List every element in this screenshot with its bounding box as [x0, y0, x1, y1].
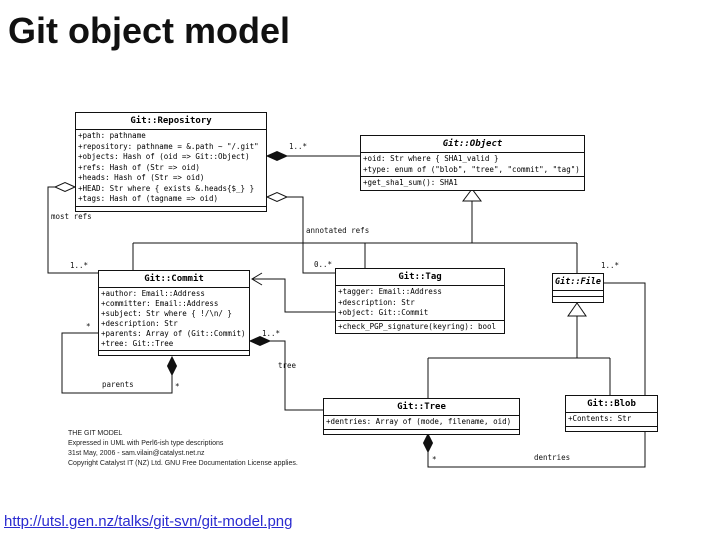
uml-attribute: +repository: pathname = &.path ~ "/.git" — [78, 141, 259, 151]
label-parents-multiplicity-src: * — [86, 322, 91, 331]
methods-compartment: +check_PGP_signature(keyring): bool — [336, 319, 504, 334]
uml-attribute: +type: enum of ("blob", "tree", "commit"… — [363, 164, 580, 174]
class-git-commit: Git::Commit +author: Email::Address +com… — [98, 270, 250, 356]
inheritance-triangle-object — [462, 188, 482, 202]
open-arrow-commit — [251, 272, 263, 286]
connector-tag-object-ref — [252, 278, 335, 313]
uml-method: +check_PGP_signature(keyring): bool — [338, 321, 497, 331]
attributes-compartment: +oid: Str where { SHA1_valid } +type: en… — [361, 152, 584, 176]
uml-attribute: +tags: Hash of (tagname => oid) — [78, 194, 218, 203]
empty-compartment — [566, 425, 657, 431]
uml-attribute: +heads: Hash of (Str => oid) — [78, 173, 205, 182]
connector-generalization-file — [427, 316, 611, 398]
class-git-tag: Git::Tag +tagger: Email::Address +descri… — [335, 268, 505, 334]
uml-attribute: +Contents: Str — [568, 414, 632, 423]
methods-compartment: +get_sha1_sum(): SHA1 — [361, 176, 584, 190]
uml-attribute: +tagger: Email::Address — [338, 287, 442, 296]
note-line: Copyright Catalyst IT (NZ) Ltd. GNU Free… — [68, 460, 298, 467]
attributes-compartment: +path: pathname +repository: pathname = … — [76, 129, 266, 206]
label-annotated-refs: annotated refs — [306, 226, 370, 235]
uml-attribute: +HEAD: Str where { exists &.heads{$_} } — [78, 183, 255, 193]
connector-commit-parents-loop — [61, 332, 173, 394]
uml-method: +get_sha1_sum(): SHA1 — [363, 178, 458, 187]
label-most-refs: most refs — [51, 212, 92, 221]
attributes-compartment: +Contents: Str — [566, 412, 657, 426]
uml-attribute: +description: Str — [101, 319, 178, 328]
uml-attribute: +path: pathname — [78, 131, 146, 140]
uml-attribute: +subject: Str where { !/\n/ } — [101, 309, 232, 318]
class-title: Git::Tree — [397, 402, 446, 412]
class-title: Git::Tag — [398, 272, 442, 282]
label-heads-multiplicity: 1..* — [70, 261, 89, 270]
attributes-compartment: +dentries: Array of (mode, filename, oid… — [324, 415, 519, 429]
note-line: Expressed in UML with Perl6-ish type des… — [68, 440, 224, 447]
label-parents: parents — [102, 380, 134, 389]
label-dentries-multiplicity: * — [432, 455, 437, 464]
class-title: Git::Object — [442, 139, 503, 149]
connector-tree-dentries-file — [427, 282, 646, 468]
empty-compartment — [99, 350, 249, 355]
label-tags-multiplicity: 0..* — [314, 260, 333, 269]
aggregation-diamond-heads — [53, 181, 77, 193]
uml-attribute: +dentries: Array of (mode, filename, oid… — [326, 417, 512, 426]
composition-diamond-dentries — [422, 432, 434, 454]
class-git-blob: Git::Blob +Contents: Str — [565, 395, 658, 432]
empty-compartment — [553, 290, 603, 296]
label-files-multiplicity: 1..* — [601, 261, 620, 270]
class-title: Git::Repository — [130, 116, 212, 126]
class-git-object: Git::Object +oid: Str where { SHA1_valid… — [360, 135, 585, 191]
inheritance-triangle-file — [567, 302, 587, 317]
uml-attribute: +tree: Git::Tree — [101, 339, 174, 348]
uml-attribute: +author: Email::Address — [101, 289, 205, 298]
note-line: THE GIT MODEL — [68, 430, 123, 437]
aggregation-diamond-tags — [265, 191, 289, 203]
connector-generalization-object — [132, 201, 578, 273]
label-tree: tree — [278, 361, 297, 370]
uml-attribute: +oid: Str where { SHA1_valid } — [363, 154, 499, 163]
label-tree-multiplicity: 1..* — [262, 329, 281, 338]
empty-compartment — [553, 296, 603, 302]
attributes-compartment: +author: Email::Address +committer: Emai… — [99, 287, 249, 350]
note-line: 31st May, 2006 - sam.vilain@catalyst.net… — [68, 450, 205, 457]
uml-attribute: +objects: Hash of (oid => Git::Object) — [78, 152, 250, 161]
class-title: Git::Commit — [144, 274, 204, 284]
composition-diamond-objects — [265, 150, 289, 162]
empty-compartment — [324, 428, 519, 434]
uml-attribute: +committer: Email::Address — [101, 299, 219, 308]
class-title: Git::File — [554, 277, 602, 287]
attributes-compartment: +tagger: Email::Address +description: St… — [336, 285, 504, 320]
connector-annotated-refs — [287, 196, 335, 274]
source-link[interactable]: http://utsl.gen.nz/talks/git-svn/git-mod… — [4, 513, 293, 530]
label-objects-multiplicity: 1..* — [289, 142, 308, 151]
connector-commit-tree — [270, 340, 323, 411]
class-git-repository: Git::Repository +path: pathname +reposit… — [75, 112, 267, 212]
page-title: Git object model — [8, 10, 291, 51]
composition-diamond-parents — [166, 355, 178, 377]
uml-attribute: +object: Git::Commit — [338, 308, 429, 317]
empty-compartment — [76, 205, 266, 211]
composition-diamond-tree — [248, 335, 272, 347]
uml-attribute: +parents: Array of (Git::Commit) — [101, 329, 246, 338]
class-git-tree: Git::Tree +dentries: Array of (mode, fil… — [323, 398, 520, 435]
uml-attribute: +description: Str — [338, 297, 415, 307]
connector-most-refs — [47, 186, 98, 274]
class-title: Git::Blob — [587, 399, 636, 409]
label-parents-multiplicity-end: * — [175, 382, 180, 391]
class-git-file: Git::File — [552, 273, 604, 303]
uml-attribute: +refs: Hash of (Str => oid) — [78, 162, 200, 172]
label-dentries: dentries — [534, 453, 571, 462]
